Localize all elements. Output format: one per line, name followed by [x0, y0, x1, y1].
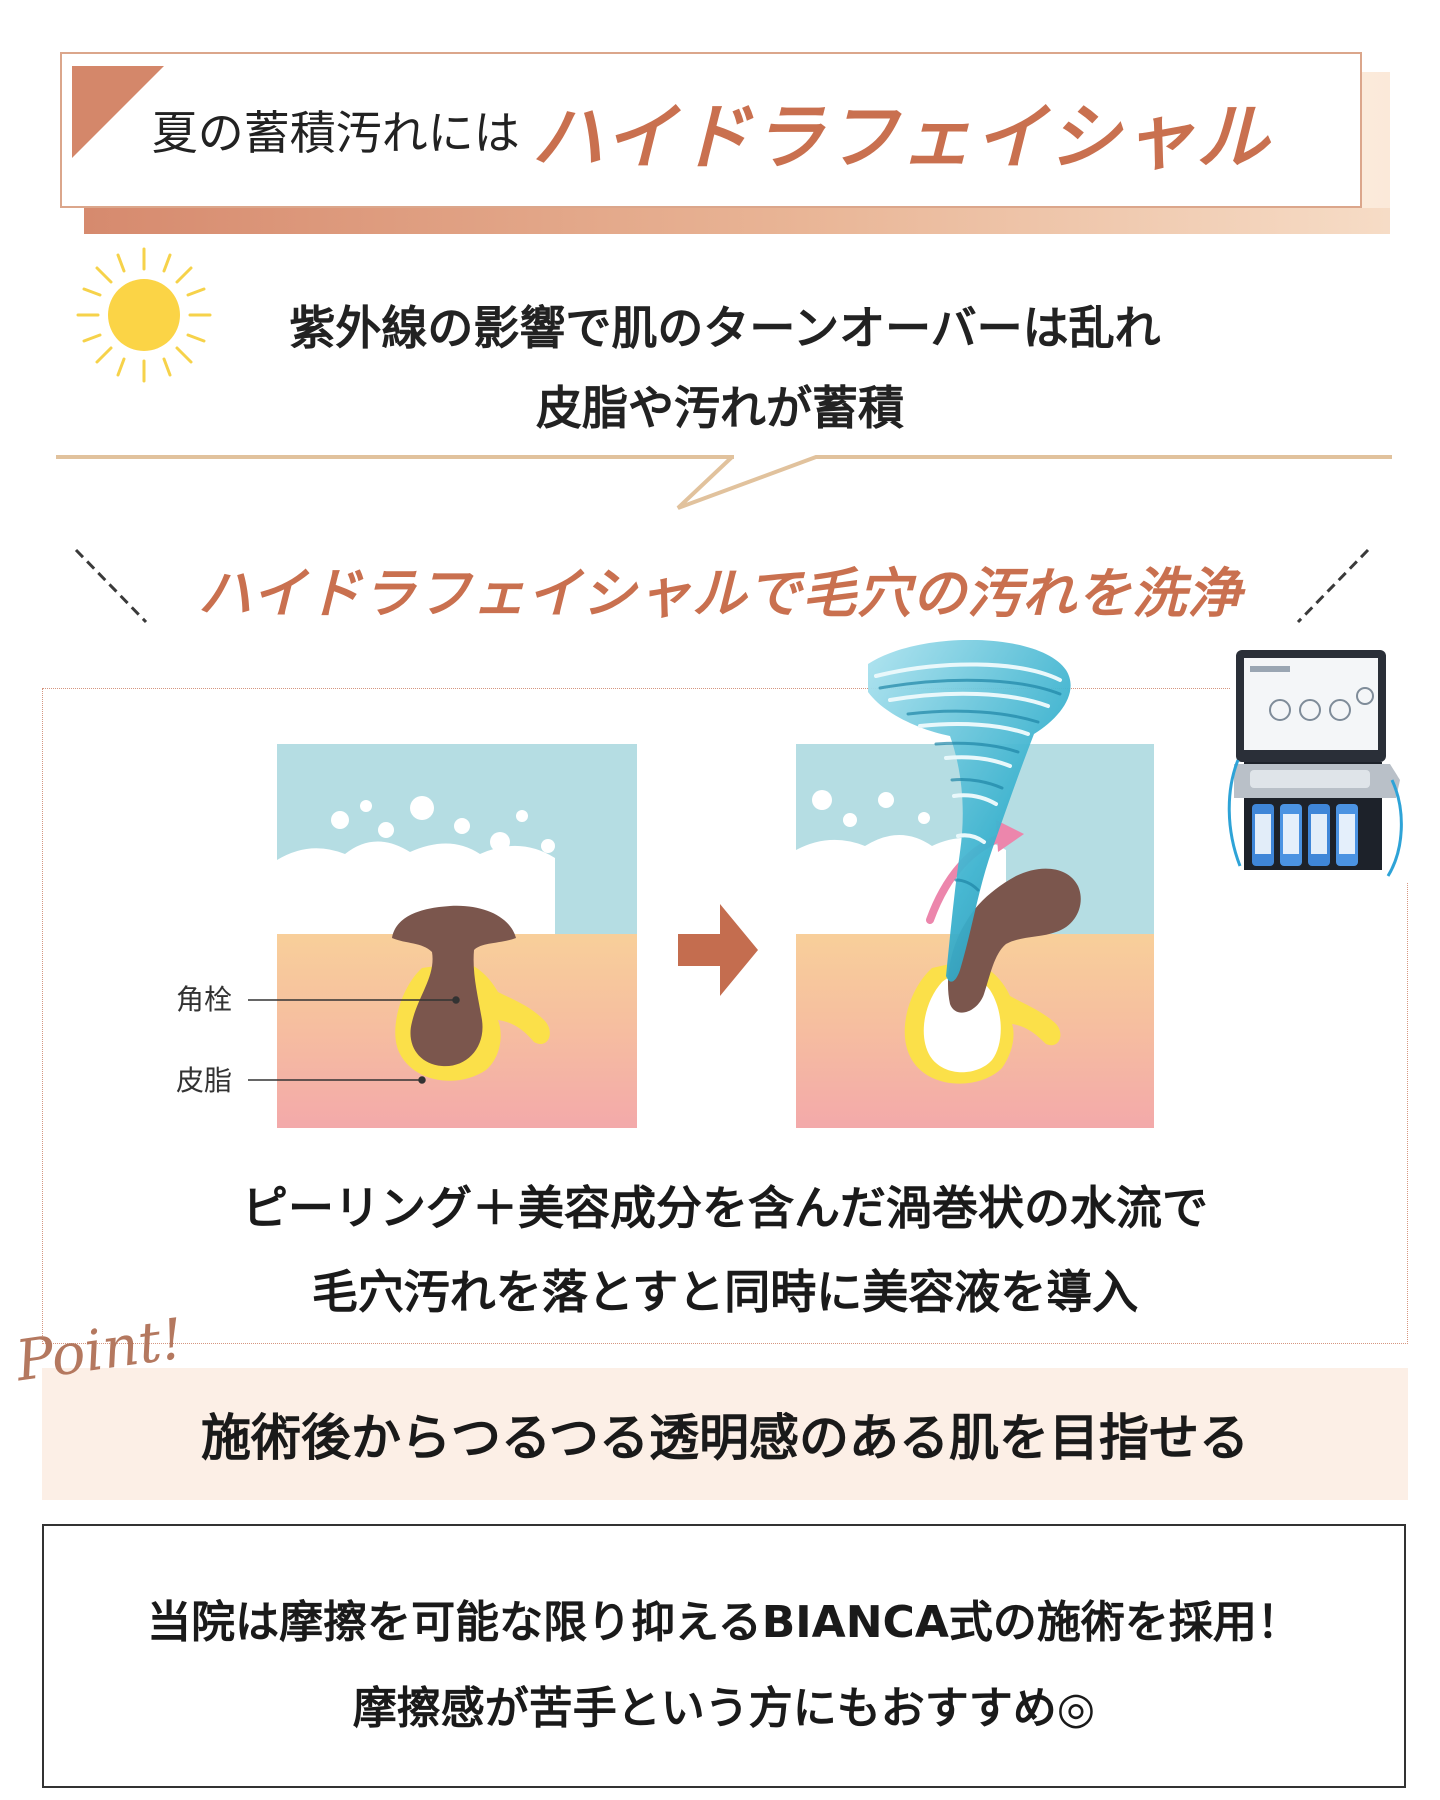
notice-box — [42, 1524, 1406, 1788]
tornado-icon — [868, 640, 1071, 982]
point-text: 施術後からつるつる透明感のある肌を目指せる — [201, 1409, 1249, 1467]
section-subheading: ハイドラフェイシャルで毛穴の汚れを洗浄 — [100, 548, 1340, 628]
sun-icon — [76, 247, 212, 383]
explanation-line-1: ピーリング＋美容成分を含んだ渦巻状の水流で — [242, 1181, 1208, 1235]
page-title: 夏の蓄積汚れには ハイドラフェイシャル — [60, 52, 1362, 208]
arrow-right-icon — [678, 904, 758, 996]
pore-cleansing-diagram — [248, 640, 1419, 1128]
label-sebum: 皮脂 — [176, 1064, 233, 1097]
diagram-panel — [42, 688, 1408, 1344]
title-box — [60, 52, 1362, 208]
before-panel — [277, 744, 637, 1128]
title-corner-triangle — [72, 66, 164, 158]
speech-divider — [56, 455, 1392, 510]
intro-line-1: 紫外線の影響で肌のターンオーバーは乱れ — [289, 301, 1161, 355]
hydrafacial-machine-icon — [1227, 640, 1419, 882]
deco-dashes-left — [74, 548, 148, 624]
title-emphasis: ハイドラフェイシャル — [531, 93, 1271, 179]
title-lead: 夏の蓄積汚れには — [151, 106, 520, 160]
intro-line-2: 皮脂や汚れが蓄積 — [536, 381, 904, 435]
notice-line-1: 当院は摩擦を可能な限り抑えるBIANCA式の施術を採用！ — [147, 1597, 1301, 1648]
subheading-text: ハイドラフェイシャルで毛穴の汚れを洗浄 — [198, 560, 1242, 625]
notice-line-2: 摩擦感が苦手という方にもおすすめ◎ — [352, 1683, 1096, 1734]
label-leaders — [248, 996, 460, 1084]
explanation-line-2: 毛穴汚れを落とすと同時に美容液を導入 — [311, 1265, 1139, 1319]
point-band — [42, 1368, 1408, 1500]
title-gradient-bar — [84, 208, 1390, 234]
label-keratin-plug: 角栓 — [176, 983, 233, 1016]
deco-dashes-right — [1296, 548, 1370, 624]
